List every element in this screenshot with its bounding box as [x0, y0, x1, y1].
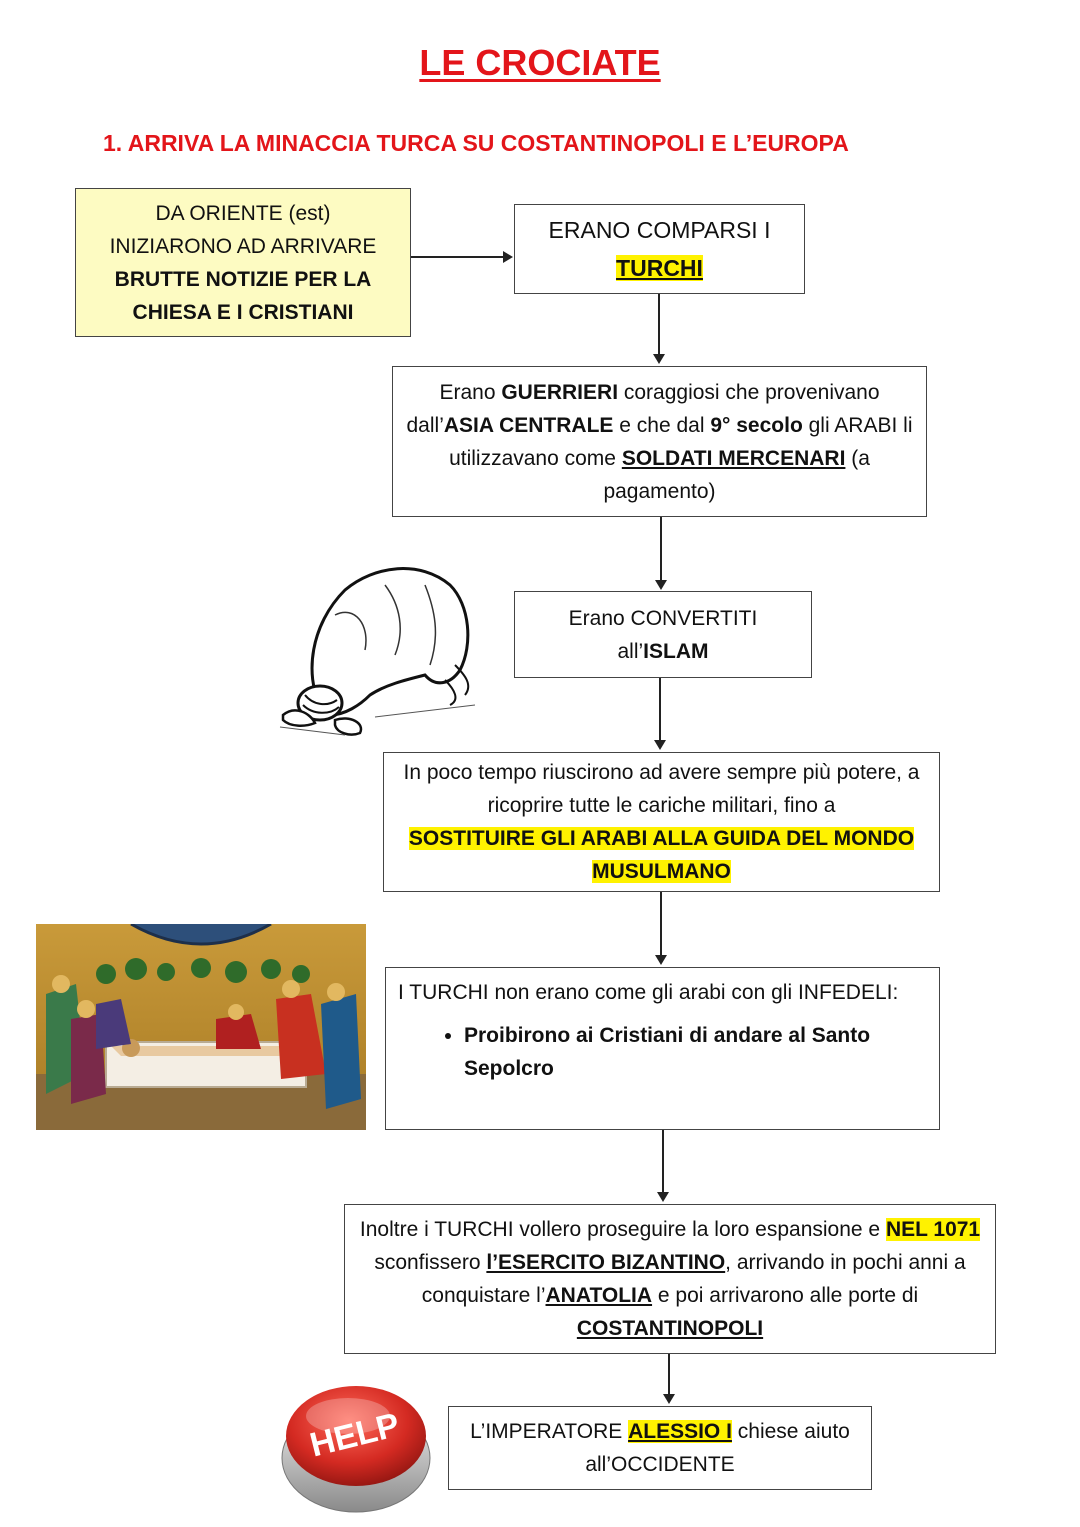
islam-bold: ISLAM — [643, 639, 709, 663]
box-infedeli: I TURCHI non erano come gli arabi con gl… — [385, 967, 940, 1130]
infedeli-text: I TURCHI non erano come gli arabi con gl… — [398, 981, 899, 1004]
turchi-line1: ERANO COMPARSI I — [548, 217, 771, 243]
connector-3 — [659, 678, 661, 742]
guerrieri-text-3: e che dal — [613, 413, 711, 437]
guerrieri-bold-4: SOLDATI MERCENARI — [621, 446, 846, 470]
guerrieri-bold-3: 9° secolo — [710, 413, 803, 437]
infedeli-list: Proibirono ai Cristiani di andare al San… — [398, 1019, 929, 1085]
bizantino-underline-3: COSTANTINOPOLI — [576, 1317, 764, 1340]
box-turchi: ERANO COMPARSI I TURCHI — [514, 204, 805, 294]
bizantino-text-2: sconfissero — [374, 1251, 487, 1274]
alessio-highlight: ALESSIO I — [628, 1420, 732, 1443]
bizantino-highlight-1: NEL 1071 — [885, 1218, 981, 1241]
connector-oriente-turchi — [411, 256, 505, 258]
oriente-line1: DA ORIENTE (est) — [155, 201, 331, 225]
box-potere: In poco tempo riuscirono ad avere sempre… — [383, 752, 940, 892]
praying-figure-illustration — [279, 567, 476, 736]
arrow-down-icon — [654, 740, 666, 750]
connector-4 — [660, 892, 662, 957]
bizantino-underline-1: l’ESERCITO BIZANTINO — [486, 1251, 726, 1274]
bizantino-text-1: Inoltre i TURCHI vollero proseguire la l… — [359, 1218, 886, 1241]
box-alessio: L’IMPERATORE ALESSIO I chiese aiuto all’… — [448, 1406, 872, 1490]
guerrieri-text-5: (a pagamento) — [603, 446, 870, 503]
arrow-down-icon — [655, 580, 667, 590]
potere-highlight: SOSTITUIRE GLI ARABI ALLA GUIDA DEL MOND… — [408, 827, 915, 883]
arrow-down-icon — [663, 1394, 675, 1404]
alessio-text-2: chiese aiuto all’OCCIDENTE — [585, 1420, 850, 1476]
potere-text: In poco tempo riuscirono ad avere sempre… — [403, 761, 920, 817]
connector-5 — [662, 1130, 664, 1194]
box-oriente: DA ORIENTE (est) INIZIARONO AD ARRIVARE … — [75, 188, 411, 337]
bizantino-underline-2: ANATOLIA — [545, 1284, 653, 1307]
arrow-down-icon — [657, 1192, 669, 1202]
connector-6 — [668, 1354, 670, 1396]
guerrieri-bold-2: ASIA CENTRALE — [443, 413, 614, 437]
guerrieri-bold-1: GUERRIERI — [501, 380, 619, 404]
alessio-text-1: L’IMPERATORE — [470, 1420, 629, 1443]
infedeli-bullet: Proibirono ai Cristiani di andare al San… — [464, 1019, 929, 1085]
section-heading: 1. ARRIVA LA MINACCIA TURCA SU COSTANTIN… — [103, 130, 849, 156]
box-bizantino: Inoltre i TURCHI vollero proseguire la l… — [344, 1204, 996, 1354]
islam-line1: Erano CONVERTITI — [568, 606, 758, 630]
arrow-right-icon — [503, 251, 513, 263]
connector-2 — [660, 517, 662, 582]
oriente-line2: INIZIARONO AD ARRIVARE — [109, 234, 377, 258]
oriente-line3: BRUTTE NOTIZIE PER LA — [114, 267, 372, 291]
guerrieri-text-2: coraggiosi che provenivano dall’ — [406, 380, 880, 437]
connector-1 — [658, 294, 660, 356]
page-title: LE CROCIATE — [419, 42, 661, 83]
islam-pre: all’ — [617, 639, 644, 663]
help-button-icon: HELP — [281, 1386, 431, 1513]
oriente-line4: CHIESA E I CRISTIANI — [132, 300, 354, 324]
guerrieri-text-4: gli ARABI li utilizzavano come — [449, 413, 913, 470]
mosaic-lamentation-image — [36, 924, 366, 1130]
turchi-highlight: TURCHI — [616, 255, 703, 281]
bizantino-text-3: , arrivando in pochi anni a conquistare … — [421, 1251, 966, 1307]
bizantino-text-4: e poi arrivarono alle porte di — [652, 1284, 919, 1307]
arrow-down-icon — [655, 955, 667, 965]
box-guerrieri: Erano GUERRIERI coraggiosi che proveniva… — [392, 366, 927, 517]
box-islam: Erano CONVERTITI all’ISLAM — [514, 591, 812, 678]
arrow-down-icon — [653, 354, 665, 364]
guerrieri-text-1: Erano — [439, 380, 502, 404]
